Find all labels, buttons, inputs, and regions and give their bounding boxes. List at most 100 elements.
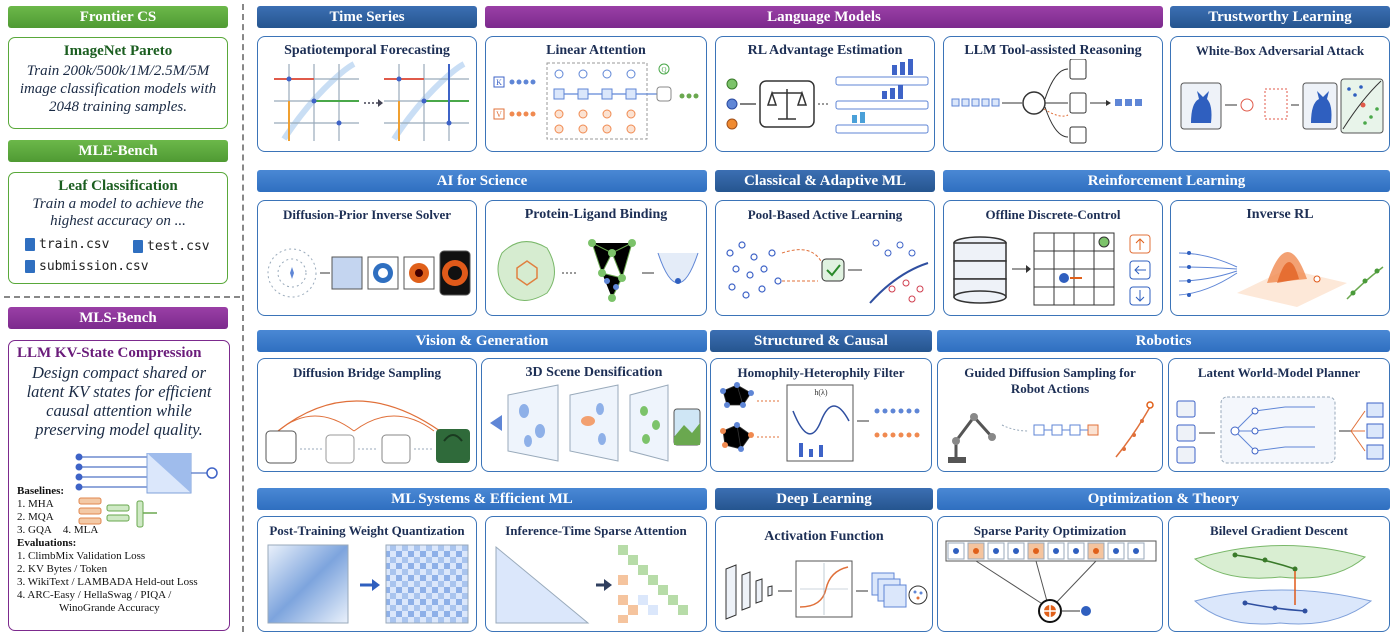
task-title: RL Advantage Estimation	[747, 43, 903, 58]
frontier-task-card[interactable]: ImageNet Pareto Train 200k/500k/1M/2.5M/…	[8, 37, 228, 129]
file-icon	[25, 238, 35, 251]
baseline-item: 1. MHA	[17, 498, 54, 510]
task-rl-advantage[interactable]: RL Advantage Estimation	[715, 36, 935, 152]
mle-bench-header: MLE-Bench	[8, 140, 228, 162]
task-protein[interactable]: Protein-Ligand Binding	[485, 200, 707, 316]
file-icon	[133, 240, 143, 253]
latent-world-illustration	[1176, 396, 1384, 464]
guided-diffusion-illustration	[948, 401, 1154, 463]
k-label: K	[496, 78, 502, 87]
task-scene-densification[interactable]: 3D Scene Densification	[481, 358, 707, 472]
bilevel-illustration	[1193, 545, 1373, 625]
linear-attention-illustration: K V Q	[493, 62, 699, 140]
train-file[interactable]: train.csv	[25, 237, 109, 252]
activation-illustration	[725, 560, 928, 620]
task-sparse-parity[interactable]: Sparse Parity Optimization	[937, 516, 1163, 632]
whitebox-illustration	[1180, 78, 1384, 134]
rl-advantage-illustration	[726, 59, 929, 134]
task-title: Activation Function	[764, 529, 884, 544]
evaluation-item: 2. KV Bytes / Token	[17, 563, 108, 575]
category-language-models: Language Models	[485, 6, 1163, 28]
homophily-illustration: h(λ)	[720, 382, 920, 462]
category-vision: Vision & Generation	[257, 330, 707, 352]
baseline-item: 2. MQA	[17, 511, 54, 523]
baseline-item: 3. GQA	[17, 524, 52, 536]
baseline-item: 4. MLA	[62, 524, 99, 536]
active-learning-illustration	[726, 239, 929, 304]
sparse-attention-illustration	[495, 545, 688, 624]
task-title: Homophily-Heterophily Filter	[737, 365, 905, 380]
q-label: Q	[661, 66, 666, 74]
task-title: Spatiotemporal Forecasting	[284, 43, 450, 58]
scene-densification-illustration	[490, 384, 701, 462]
category-rl: Reinforcement Learning	[943, 170, 1390, 192]
task-title: Latent World-Model Planner	[1197, 365, 1361, 380]
category-structured: Structured & Causal	[710, 330, 932, 352]
task-quantization[interactable]: Post-Training Weight Quantization	[257, 516, 477, 632]
task-latent-world[interactable]: Latent World-Model Planner	[1168, 358, 1390, 472]
category-deep: Deep Learning	[715, 488, 933, 510]
evaluation-item: WinoGrande Accuracy	[59, 602, 160, 614]
task-active-learning[interactable]: Pool-Based Active Learning	[715, 200, 935, 316]
task-guided-diffusion[interactable]: Guided Diffusion Sampling for Robot Acti…	[937, 358, 1163, 472]
diffusion-bridge-illustration	[265, 400, 470, 464]
task-bilevel[interactable]: Bilevel Gradient Descent	[1168, 516, 1390, 632]
task-title: Sparse Parity Optimization	[973, 523, 1127, 538]
inverse-rl-illustration	[1178, 251, 1384, 307]
offline-illustration	[953, 232, 1151, 306]
mle-task-card[interactable]: Leaf Classification Train a model to ach…	[8, 172, 228, 284]
evaluations-label: Evaluations:	[17, 537, 77, 549]
task-title: Inverse RL	[1246, 207, 1314, 222]
submission-file[interactable]: submission.csv	[25, 259, 149, 274]
task-whitebox[interactable]: White-Box Adversarial Attack	[1170, 36, 1390, 152]
task-diffusion-bridge[interactable]: Diffusion Bridge Sampling	[257, 358, 477, 472]
task-offline[interactable]: Offline Discrete-Control	[943, 200, 1163, 316]
submission-file-label: submission.csv	[39, 259, 149, 274]
column-divider	[242, 4, 244, 632]
mls-task-desc: Design compact shared or latent KV state…	[26, 363, 212, 439]
baselines-list: Baselines: 1. MHA 2. MQA 3. GQA 4. MLA E…	[17, 485, 198, 615]
task-title: Bilevel Gradient Descent	[1210, 523, 1348, 538]
quantization-illustration	[267, 544, 469, 624]
frontier-cs-header: Frontier CS	[8, 6, 228, 28]
task-activation[interactable]: Activation Function	[715, 516, 933, 632]
h-lambda-label: h(λ)	[814, 388, 828, 397]
task-title: White-Box Adversarial Attack	[1195, 43, 1365, 58]
task-title: Diffusion-Prior Inverse Solver	[282, 207, 452, 222]
task-title: Offline Discrete-Control	[985, 207, 1121, 222]
mle-task-title: Leaf Classification	[58, 178, 178, 194]
category-classical: Classical & Adaptive ML	[715, 170, 935, 192]
task-title: Pool-Based Active Learning	[747, 207, 903, 222]
task-title: Inference-Time Sparse Attention	[505, 523, 687, 538]
category-trustworthy: Trustworthy Learning	[1170, 6, 1390, 28]
task-llm-tool[interactable]: LLM Tool-assisted Reasoning	[943, 36, 1163, 152]
test-file[interactable]: test.csv	[133, 239, 210, 254]
file-icon	[25, 260, 35, 273]
llm-tool-illustration	[951, 59, 1142, 144]
baselines-label: Baselines:	[17, 485, 65, 497]
mls-bench-header: MLS-Bench	[8, 307, 228, 329]
v-label: V	[496, 110, 502, 119]
mls-task-card[interactable]: LLM KV-State Compression Design compact …	[8, 340, 230, 631]
task-title: Post-Training Weight Quantization	[269, 523, 465, 538]
task-title: 3D Scene Densification	[525, 365, 663, 380]
frontier-task-title: ImageNet Pareto	[63, 43, 173, 59]
task-title: Diffusion Bridge Sampling	[292, 365, 442, 380]
task-title: Protein-Ligand Binding	[524, 207, 668, 222]
protein-illustration	[497, 239, 699, 302]
evaluation-item: 4. ARC-Easy / HellaSwag / PIQA /	[17, 589, 172, 601]
diffusion-prior-illustration	[267, 248, 471, 298]
task-title: LLM Tool-assisted Reasoning	[964, 43, 1142, 58]
category-mlsys: ML Systems & Efficient ML	[257, 488, 707, 510]
task-homophily[interactable]: Homophily-Heterophily Filter h(λ)	[710, 358, 932, 472]
task-inverse-rl[interactable]: Inverse RL	[1170, 200, 1390, 316]
task-sparse-attention[interactable]: Inference-Time Sparse Attention	[485, 516, 707, 632]
category-robotics: Robotics	[937, 330, 1390, 352]
mle-task-desc: Train a model to achieve the highest acc…	[32, 196, 204, 229]
task-diffusion-prior[interactable]: Diffusion-Prior Inverse Solver	[257, 200, 477, 316]
sparse-parity-illustration	[945, 540, 1157, 623]
test-file-label: test.csv	[147, 239, 210, 254]
task-linear-attention[interactable]: Linear Attention K V Q	[485, 36, 707, 152]
train-file-label: train.csv	[39, 237, 110, 252]
task-spatiotemporal[interactable]: Spatiotemporal Forecasting	[257, 36, 477, 152]
